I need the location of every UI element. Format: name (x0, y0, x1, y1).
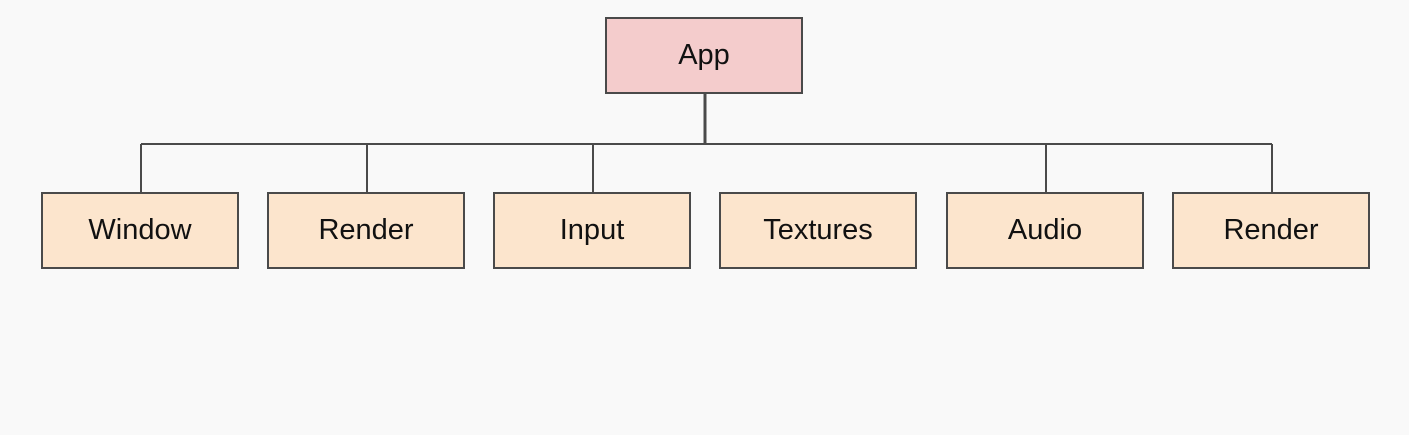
node-app-label: App (678, 39, 730, 71)
node-render-1: Render (267, 192, 465, 269)
node-app: App (605, 17, 803, 94)
node-window: Window (41, 192, 239, 269)
node-render-1-label: Render (318, 214, 414, 246)
node-render-2-label: Render (1223, 214, 1319, 246)
node-textures: Textures (719, 192, 917, 269)
node-window-label: Window (88, 214, 192, 246)
node-textures-label: Textures (763, 214, 873, 246)
node-input: Input (493, 192, 691, 269)
node-render-2: Render (1172, 192, 1370, 269)
node-audio-label: Audio (1007, 214, 1083, 246)
node-audio: Audio (946, 192, 1144, 269)
node-input-label: Input (559, 214, 625, 246)
